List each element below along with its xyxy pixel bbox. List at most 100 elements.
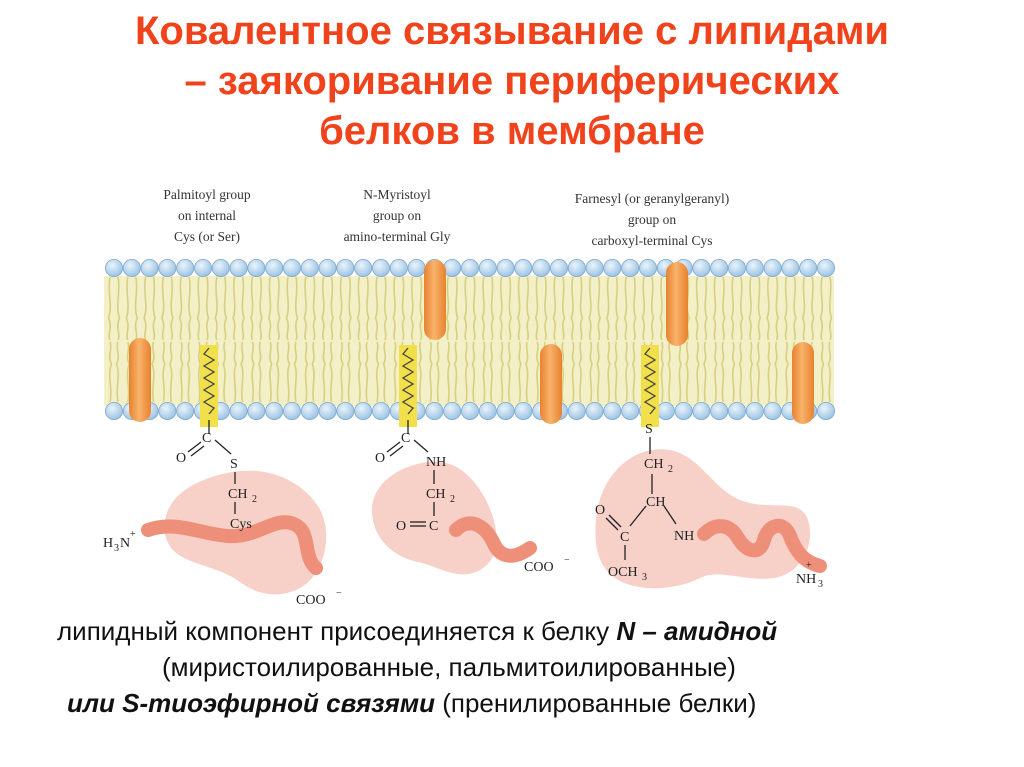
lipid-tail: [625, 341, 629, 403]
title-line-1: Ковалентное связывание с липидами: [134, 9, 890, 53]
lipid-tail: [392, 276, 396, 341]
svg-text:H: H: [103, 536, 113, 551]
lipid-tail: [704, 276, 708, 341]
lipid-tail: [383, 276, 388, 341]
lipid-tail: [695, 276, 699, 341]
lipid-tail: [606, 276, 610, 341]
lipid-tail: [828, 276, 833, 341]
lipid-tail: [739, 276, 744, 341]
lipid-head: [443, 258, 462, 277]
membrane-anchors: [129, 260, 814, 424]
lipid-head: [229, 258, 248, 277]
lipid-tail: [774, 341, 778, 403]
svg-text:3: 3: [114, 543, 119, 554]
lipid-tail: [322, 341, 326, 403]
lipid-tail: [401, 276, 406, 341]
lipid-tail: [507, 341, 511, 403]
lipid-tail: [178, 276, 183, 341]
lipid-head: [763, 258, 782, 277]
lipid-tail: [241, 276, 245, 341]
caption-line-3-text: (пренилированные белки): [435, 687, 757, 718]
lipid-head: [603, 401, 622, 420]
svg-text:CH: CH: [646, 495, 665, 510]
lipid-tail: [596, 341, 600, 403]
svg-text:2: 2: [450, 494, 455, 505]
title-line-3: белков в мембране: [319, 109, 705, 153]
lipid-head: [265, 401, 284, 420]
lipid-tail: [303, 276, 307, 341]
svg-text:NH: NH: [674, 529, 694, 544]
lipid-tail: [570, 276, 574, 341]
label-myristoyl: N-Myristoyl group on amino-terminal Gly: [344, 187, 451, 244]
lipid-tail: [499, 276, 503, 341]
lipid-head: [425, 401, 444, 420]
lipid-tail: [578, 341, 582, 403]
lipid-tail: [730, 276, 735, 341]
lipid-head: [639, 258, 658, 277]
anchor-1: [129, 338, 151, 422]
svg-text:N-Myristoyl: N-Myristoyl: [363, 187, 431, 202]
lipid-head: [817, 258, 836, 277]
lipid-tail: [419, 276, 423, 341]
svg-text:O: O: [396, 519, 406, 534]
lipid-tail: [162, 341, 166, 403]
svg-text:2: 2: [668, 464, 673, 475]
lipid-tail: [614, 341, 618, 403]
lipid-tail: [382, 341, 387, 403]
lipid-head: [817, 401, 836, 420]
anchor-3: [540, 344, 562, 424]
lipid-tail: [339, 276, 343, 341]
lipid-tail: [418, 341, 422, 403]
lipid-head: [282, 258, 301, 277]
lipid-head: [247, 401, 266, 420]
svg-text:3: 3: [642, 572, 647, 583]
lipid-tail: [393, 341, 398, 403]
svg-text:group on: group on: [373, 208, 422, 223]
lipid-head: [122, 258, 141, 277]
caption-line-3: или S-тиоэфирной связями (пренилированны…: [0, 686, 1024, 722]
lipid-head: [745, 401, 764, 420]
svg-text:carboxyl-terminal Cys: carboxyl-terminal Cys: [591, 233, 712, 248]
lipid-tail: [767, 341, 771, 403]
svg-text:C: C: [401, 431, 410, 446]
lipid-head: [532, 258, 551, 277]
lipid-tail: [660, 341, 665, 403]
lipid-tail: [269, 341, 273, 403]
lipid-tail: [214, 276, 218, 341]
svg-text:on internal: on internal: [178, 208, 236, 223]
svg-text:C: C: [429, 519, 438, 534]
lipid-tail: [552, 276, 557, 341]
lipid-head: [443, 401, 462, 420]
lipid-tail: [757, 276, 762, 341]
lipid-head: [140, 258, 159, 277]
svg-text:S: S: [645, 422, 653, 437]
protein-farnesyl: S CH 2 CH NH C O OCH 3 NH 3 +: [595, 345, 827, 590]
lipid-head: [745, 258, 764, 277]
anchor-4: [666, 262, 688, 346]
lipid-tail: [358, 341, 362, 403]
lipid-head: [282, 401, 301, 420]
lipid-tail: [277, 276, 281, 341]
lipid-tail: [115, 341, 120, 403]
lipid-tail: [436, 341, 440, 403]
lipid-tail: [712, 276, 717, 341]
lipid-tail: [820, 341, 825, 403]
caption-line-1: липидный компонент присоединяется к белк…: [0, 614, 1024, 650]
lipid-tail: [588, 276, 592, 341]
lipid-tail: [685, 341, 689, 403]
lipid-tail: [785, 341, 789, 403]
svg-text:OCH: OCH: [608, 565, 638, 580]
lipid-tail: [366, 276, 370, 341]
lipid-head: [567, 258, 586, 277]
svg-text:NH: NH: [426, 455, 446, 470]
lipid-tail: [240, 341, 244, 403]
lipid-head: [496, 258, 515, 277]
lipid-tail: [811, 276, 815, 341]
lipid-tail: [500, 341, 504, 403]
lipid-tail: [471, 341, 476, 403]
lipid-tail: [375, 341, 380, 403]
lipid-head: [621, 401, 640, 420]
lipid-tail: [294, 276, 299, 341]
lipid-tail: [205, 276, 210, 341]
lipid-tail: [775, 276, 779, 341]
